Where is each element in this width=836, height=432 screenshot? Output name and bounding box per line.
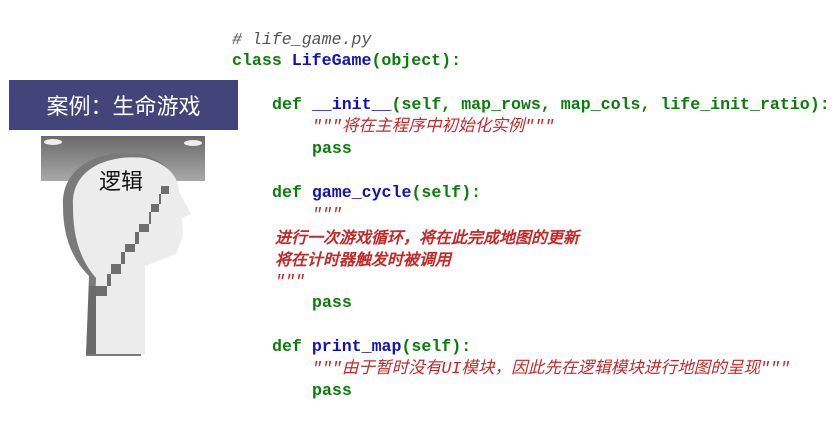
code-def-game-cycle: def game_cycle(self):	[272, 183, 481, 203]
docstring-open: """	[312, 205, 342, 224]
head-staircase-illustration	[41, 136, 205, 356]
code-pass: pass	[312, 293, 352, 312]
keyword: def	[272, 95, 302, 114]
keyword: class	[232, 51, 282, 70]
keyword: def	[272, 337, 302, 356]
function-name: game_cycle	[311, 183, 412, 202]
code-text: (self):	[401, 337, 472, 356]
code-text: (object):	[371, 51, 462, 70]
code-text: (self):	[411, 183, 482, 202]
function-name: __init__	[311, 95, 392, 114]
slide-title-banner: 案例：生命游戏	[9, 80, 238, 130]
docstring-close: """	[275, 272, 305, 291]
code-pass: pass	[312, 381, 352, 400]
code-pass: pass	[312, 139, 352, 158]
code-comment: # life_game.py	[232, 30, 372, 49]
slide-title: 案例：生命游戏	[46, 94, 201, 119]
code-def-print-map: def print_map(self):	[272, 337, 471, 357]
function-name: print_map	[311, 337, 402, 356]
docstring: """由于暂时没有UI模块，因此先在逻辑模块进行地图的呈现"""	[312, 359, 790, 378]
class-name: LifeGame	[291, 51, 372, 70]
keyword: def	[272, 183, 302, 202]
docstring: """将在主程序中初始化实例"""	[312, 117, 555, 136]
code-class-line: class LifeGame(object):	[232, 51, 461, 71]
docstring-line: 进行一次游戏循环，将在此完成地图的更新	[275, 228, 580, 247]
illustration-label: 逻辑	[99, 169, 144, 194]
code-text: (self, map_rows, map_cols, life_init_rat…	[391, 95, 830, 114]
docstring-line: 将在计时器触发时被调用	[275, 250, 452, 269]
code-def-init: def __init__(self, map_rows, map_cols, l…	[272, 95, 830, 115]
